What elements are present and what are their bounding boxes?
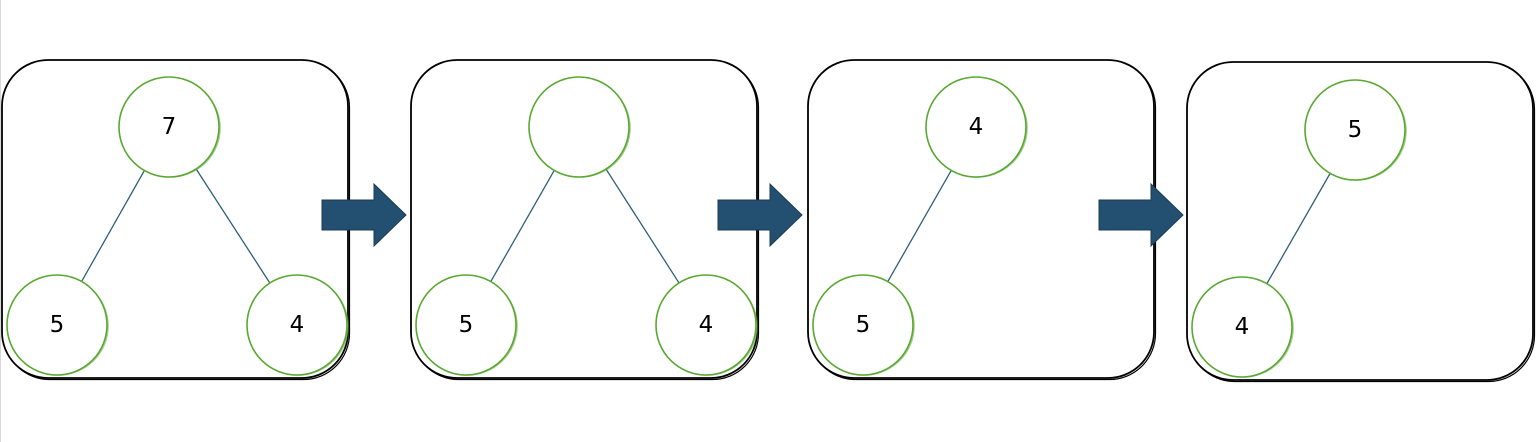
tree-node-left: 5 <box>415 274 518 376</box>
tree-node-right: 4 <box>655 274 758 376</box>
node-value-label: 5 <box>1348 117 1363 143</box>
node-value-label: 7 <box>162 114 177 140</box>
node-value-label: 5 <box>50 312 65 338</box>
tree-node-left: 5 <box>6 274 109 376</box>
panel-step-4: 54 <box>1186 61 1536 383</box>
node-circle <box>1191 276 1293 378</box>
tree-edge-root-left <box>1266 173 1331 284</box>
node-value-label: 4 <box>969 114 984 140</box>
panel-step-1: 7 5 4 <box>1 59 351 381</box>
right-arrow-icon <box>717 182 803 248</box>
node-circle <box>1304 79 1406 181</box>
right-arrow-icon <box>1098 182 1184 248</box>
tree-node-root: 4 <box>925 76 1028 178</box>
arrows-layer <box>321 182 1184 248</box>
tree-edge-root-right <box>195 168 271 284</box>
node-circle <box>925 76 1027 178</box>
node-value-label: 4 <box>1235 314 1250 340</box>
node-value-label: 4 <box>290 312 305 338</box>
tree-node-root: 7 <box>118 76 221 178</box>
node-circle <box>118 76 220 178</box>
tree-edge-root-left <box>81 170 145 282</box>
node-circle <box>246 274 348 376</box>
tree-node-left: 5 <box>812 274 915 376</box>
tree-node-right: 4 <box>246 274 349 376</box>
right-arrow-icon <box>321 182 407 248</box>
page-left-border <box>0 0 1 442</box>
tree-node-left: 4 <box>1191 276 1294 378</box>
tree-edge-root-left <box>887 170 952 282</box>
tree-node-root <box>528 76 631 178</box>
node-value-label: 4 <box>699 312 714 338</box>
tree-edge-root-left <box>490 170 555 282</box>
node-circle <box>655 274 757 376</box>
node-value-label: 5 <box>856 312 871 338</box>
panel-step-3: 45 <box>807 59 1157 381</box>
node-circle <box>415 274 517 376</box>
node-value-label: 5 <box>459 312 474 338</box>
tree-edge-root-right <box>605 168 680 284</box>
tree-node-root: 5 <box>1304 79 1407 181</box>
node-circle <box>812 274 914 376</box>
node-circle <box>6 274 108 376</box>
node-circle <box>528 76 630 178</box>
